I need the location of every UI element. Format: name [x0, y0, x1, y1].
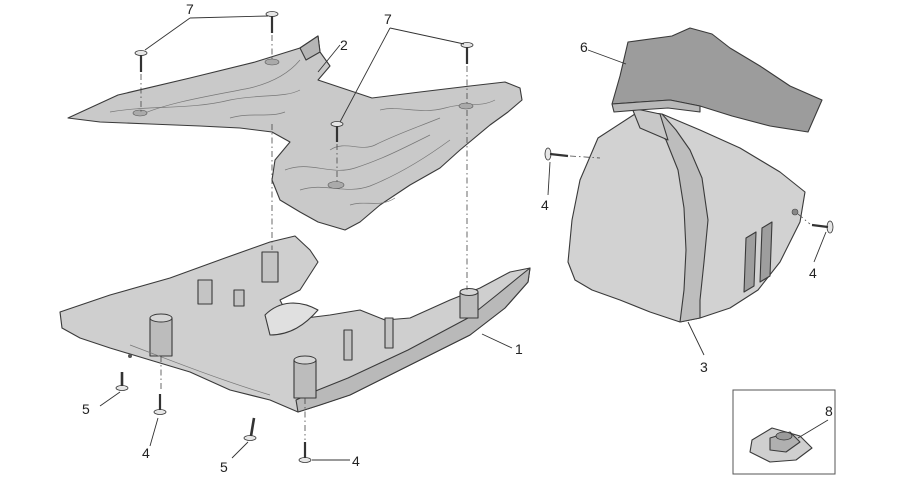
screw-7-left — [134, 50, 148, 72]
screw-4-bottom-left — [153, 394, 167, 415]
callout-4-cover-left: 4 — [541, 197, 549, 213]
part-2-footboard-mat — [67, 35, 523, 231]
callout-5-bottom: 5 — [220, 459, 228, 475]
screw-4-right-cover — [811, 220, 834, 234]
screw-4-bottom-right — [298, 442, 312, 463]
callout-4-cover-right: 4 — [809, 265, 817, 281]
part-1-lower-footboard — [59, 235, 531, 413]
screw-4-left-cover — [544, 147, 569, 161]
screw-7-right — [460, 42, 474, 64]
callout-7-left: 7 — [186, 1, 194, 17]
part-6-gasket — [611, 27, 823, 133]
part-3-rear-cover — [567, 107, 806, 323]
leader-lines — [99, 15, 829, 461]
assembly-axis-lines — [140, 35, 811, 440]
screw-5-bottom — [243, 417, 257, 441]
callout-8: 8 — [825, 403, 833, 419]
screw-7-mid — [265, 11, 279, 33]
callout-4-bottom-left: 4 — [142, 445, 150, 461]
callout-6: 6 — [580, 39, 588, 55]
screw-7-center — [330, 121, 344, 142]
callout-4-bottom-right: 4 — [352, 453, 360, 469]
callout-5-left: 5 — [82, 401, 90, 417]
callout-7-right: 7 — [384, 11, 392, 27]
callout-2: 2 — [340, 37, 348, 53]
callout-3: 3 — [700, 359, 708, 375]
screw-5-left — [115, 372, 129, 391]
inset-box-clip-nut — [732, 389, 836, 475]
callout-1: 1 — [515, 341, 523, 357]
